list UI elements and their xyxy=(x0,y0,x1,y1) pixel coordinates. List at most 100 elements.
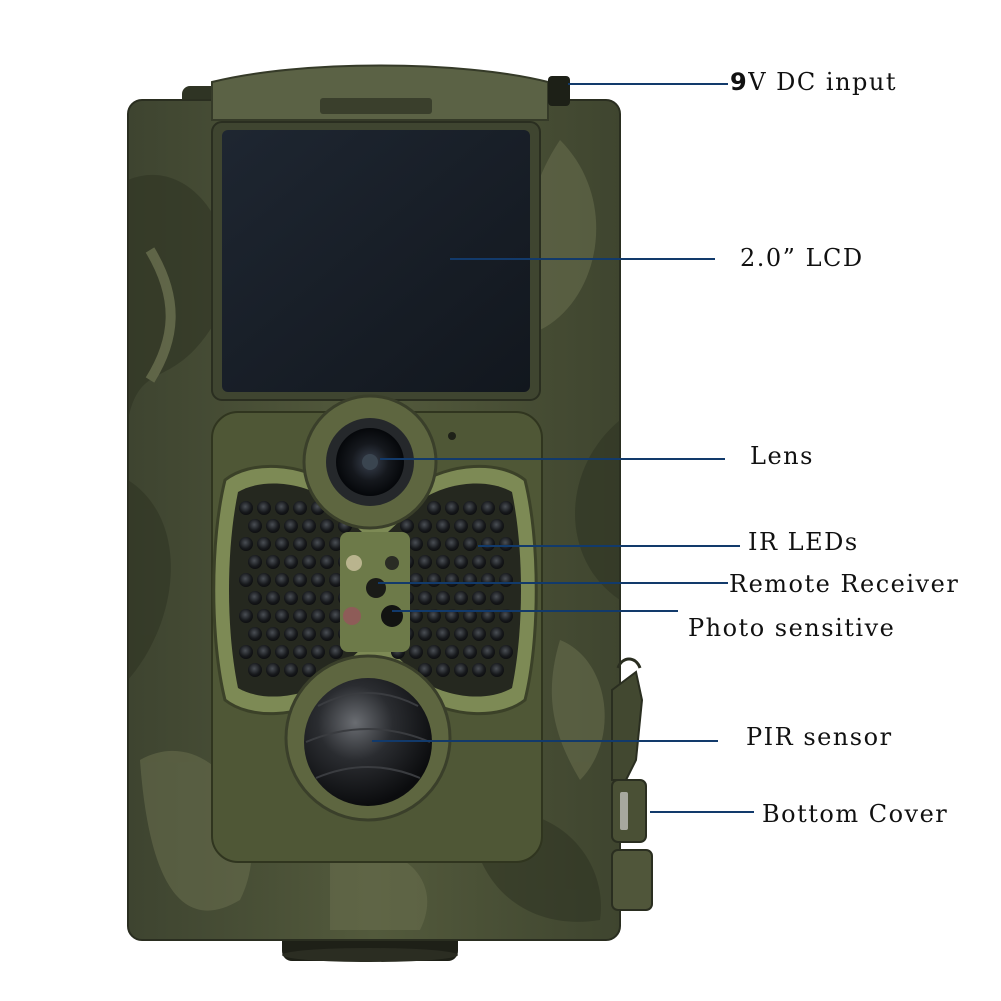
ir-led xyxy=(329,573,343,587)
ir-led xyxy=(454,519,468,533)
ir-led xyxy=(490,555,504,569)
ir-led xyxy=(311,645,325,659)
ir-led xyxy=(311,573,325,587)
ir-led xyxy=(490,663,504,677)
lens-center xyxy=(362,454,378,470)
ir-led xyxy=(409,573,423,587)
leader-line-ir-leds xyxy=(478,545,740,547)
led-array-right xyxy=(388,483,521,697)
callout-pir-sensor: PIR sensor xyxy=(746,723,893,751)
led-array-left xyxy=(229,483,362,697)
ir-led xyxy=(472,519,486,533)
leader-line-bottom-cover xyxy=(650,811,754,813)
remote-receiver-window xyxy=(366,578,386,598)
dc-input-port xyxy=(548,76,570,106)
ir-led xyxy=(436,519,450,533)
ir-led xyxy=(266,663,280,677)
ir-led xyxy=(248,591,262,605)
pir-fresnel-lines xyxy=(305,692,431,779)
ir-led xyxy=(302,555,316,569)
ir-led xyxy=(418,627,432,641)
ir-led xyxy=(239,645,253,659)
ir-led xyxy=(275,537,289,551)
ir-led xyxy=(472,663,486,677)
ir-led xyxy=(418,555,432,569)
callout-dc-input: 9V DC input xyxy=(730,68,897,96)
ir-led xyxy=(454,663,468,677)
callout-lens: Lens xyxy=(750,442,814,470)
ir-led xyxy=(472,555,486,569)
ir-led xyxy=(418,519,432,533)
ir-led xyxy=(257,501,271,515)
ir-led xyxy=(257,573,271,587)
side-latch xyxy=(611,657,653,911)
ir-led xyxy=(257,645,271,659)
leader-line-photo-sensitive xyxy=(392,610,678,612)
ir-led xyxy=(275,645,289,659)
ir-led xyxy=(481,537,495,551)
callout-ir-leds: IR LEDs xyxy=(748,528,859,556)
callout-remote-receiver: Remote Receiver xyxy=(729,570,960,598)
callout-lcd: 2.0” LCD xyxy=(740,244,864,272)
ir-led xyxy=(257,537,271,551)
ir-led xyxy=(329,645,343,659)
ir-led xyxy=(454,627,468,641)
ir-led xyxy=(454,555,468,569)
ir-led xyxy=(409,645,423,659)
ir-led xyxy=(266,591,280,605)
status-led-2 xyxy=(385,556,399,570)
photo-sensor-window xyxy=(381,605,403,627)
ir-led xyxy=(311,609,325,623)
ir-led xyxy=(311,537,325,551)
ir-led xyxy=(445,501,459,515)
ir-led xyxy=(427,609,441,623)
ir-led xyxy=(293,501,307,515)
ir-led xyxy=(499,609,513,623)
ir-led xyxy=(266,627,280,641)
ir-led xyxy=(320,591,334,605)
ir-led xyxy=(481,645,495,659)
ir-led xyxy=(463,573,477,587)
ir-led xyxy=(329,537,343,551)
ir-led xyxy=(436,591,450,605)
callout-dc-input-number: 9 xyxy=(730,68,749,96)
ir-led xyxy=(490,627,504,641)
ir-led xyxy=(409,609,423,623)
ir-led xyxy=(445,609,459,623)
ir-led xyxy=(499,501,513,515)
lcd-flip-cover xyxy=(211,64,549,121)
ir-led xyxy=(436,663,450,677)
ir-led xyxy=(302,627,316,641)
ir-led xyxy=(499,573,513,587)
ir-led xyxy=(293,573,307,587)
ir-led xyxy=(248,519,262,533)
ir-led xyxy=(427,537,441,551)
ir-led xyxy=(284,555,298,569)
ir-led xyxy=(284,591,298,605)
ir-led xyxy=(293,645,307,659)
leader-line-lcd xyxy=(450,258,715,260)
ir-led xyxy=(284,519,298,533)
ir-led xyxy=(418,591,432,605)
ir-led xyxy=(275,609,289,623)
ir-led xyxy=(302,663,316,677)
ir-led xyxy=(427,501,441,515)
ir-led xyxy=(499,537,513,551)
ir-led xyxy=(266,519,280,533)
ir-led xyxy=(445,645,459,659)
ir-led xyxy=(248,555,262,569)
ir-led xyxy=(320,627,334,641)
ir-led xyxy=(481,573,495,587)
ir-led xyxy=(275,501,289,515)
leader-line-pir-sensor xyxy=(372,740,718,742)
ir-led xyxy=(499,645,513,659)
callout-dc-input-text: V DC input xyxy=(748,68,897,96)
ir-led xyxy=(445,573,459,587)
ir-led xyxy=(400,519,414,533)
leader-line-dc-input xyxy=(568,83,728,85)
leader-line-remote-receiver xyxy=(378,582,728,584)
ir-led xyxy=(463,645,477,659)
ir-led xyxy=(302,519,316,533)
ir-led xyxy=(418,663,432,677)
